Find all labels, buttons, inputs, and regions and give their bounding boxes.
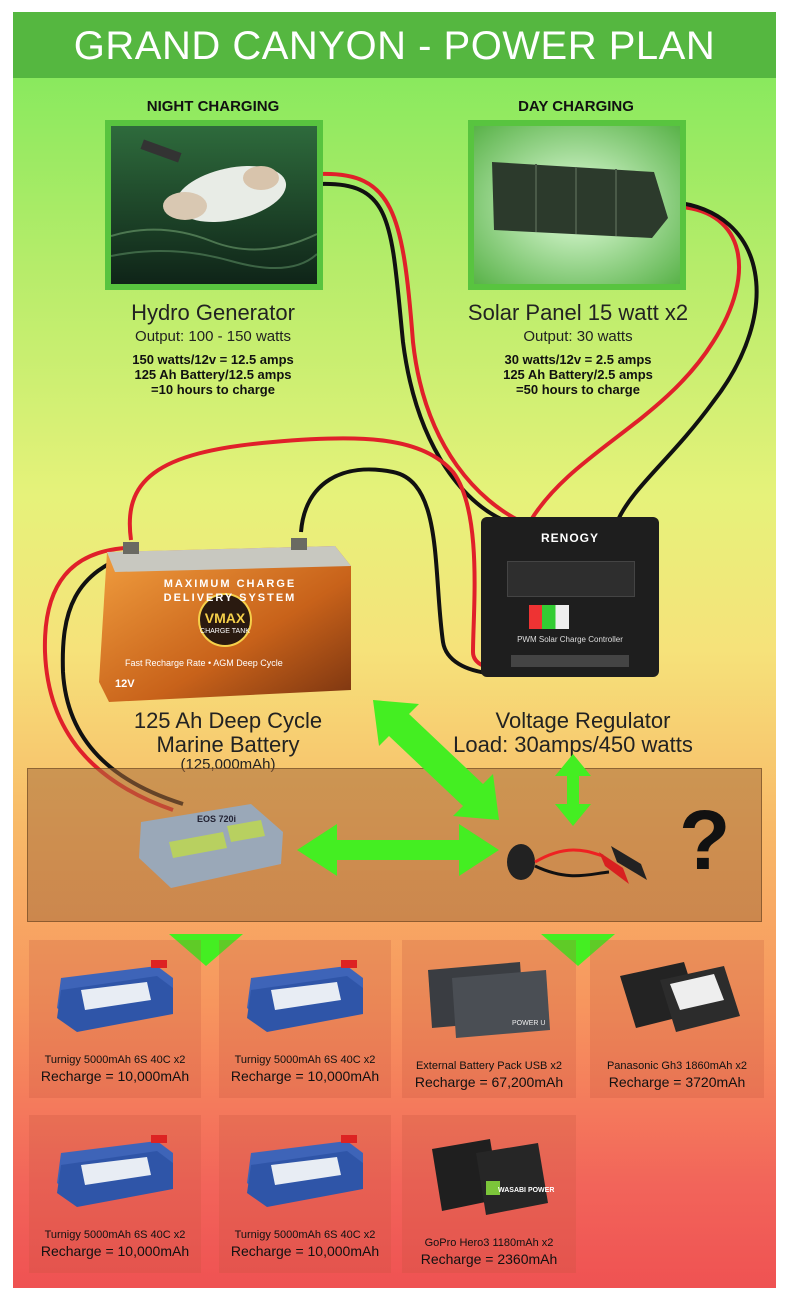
hydro-generator-output: Output: 100 - 150 watts: [135, 328, 291, 345]
device-name: Turnigy 5000mAh 6S 40C x2: [44, 1229, 186, 1241]
arrow-battery-adapter: [373, 700, 499, 820]
lipo-battery-icon: [57, 960, 173, 1032]
device-panel: POWER U External Battery Pack USB x2 Rec…: [402, 940, 576, 1098]
regulator-name: Voltage Regulator: [495, 708, 671, 733]
battery-label-top: MAXIMUM CHARGE: [163, 578, 297, 590]
battery-sub: CHARGE TANK: [200, 628, 250, 635]
device-name: GoPro Hero3 1180mAh x2: [424, 1237, 554, 1249]
balance-charger-body: [139, 804, 283, 888]
hydro-calc-line: 125 Ah Battery/12.5 amps: [134, 367, 292, 382]
title-bar: GRAND CANYON - POWER PLAN: [13, 12, 776, 78]
hydro-calc: 150 watts/12v = 12.5 amps 125 Ah Battery…: [83, 352, 343, 397]
charger-model: EOS 720i: [197, 814, 237, 824]
device-name: Turnigy 5000mAh 6S 40C x2: [234, 1229, 376, 1241]
regulator-load: Load: 30amps/450 watts: [453, 732, 693, 757]
hydro-generator-name: Hydro Generator: [131, 300, 295, 325]
battery-case: [99, 538, 351, 702]
device-panel: Turnigy 5000mAh 6S 40C x2 Recharge = 10,…: [29, 1115, 201, 1273]
hydro-calc-line: 150 watts/12v = 12.5 amps: [132, 352, 294, 367]
device-recharge: Recharge = 2360mAh: [420, 1251, 558, 1267]
balance-charger: EOS 720i: [131, 802, 291, 892]
solar-calc-line: 125 Ah Battery/2.5 amps: [503, 367, 653, 382]
regulator-terminals: [511, 655, 629, 667]
device-name: Turnigy 5000mAh 6S 40C x2: [234, 1054, 376, 1066]
arrow-down-right: [541, 934, 615, 966]
device-recharge: Recharge = 10,000mAh: [40, 1243, 190, 1259]
arrow-down-left: [169, 934, 243, 966]
regulator-model: PWM Solar Charge Controller: [517, 635, 623, 644]
device-panel: Turnigy 5000mAh 6S 40C x2 Recharge = 10,…: [219, 1115, 391, 1273]
lipo-battery-icon: [57, 1135, 173, 1207]
day-charging-heading: DAY CHARGING: [518, 98, 634, 115]
battery-label-mid: DELIVERY SYSTEM: [163, 592, 297, 604]
deep-cycle-battery: MAXIMUM CHARGE DELIVERY SYSTEM VMAX CHAR…: [95, 532, 365, 704]
camera-battery-icon: [620, 962, 740, 1032]
power-bank-brand: POWER U: [512, 1020, 546, 1027]
solar-panel-output: Output: 30 watts: [523, 328, 633, 345]
device-name: Panasonic Gh3 1860mAh x2: [606, 1060, 748, 1072]
device-panel: Turnigy 5000mAh 6S 40C x2 Recharge = 10,…: [219, 940, 391, 1098]
device-recharge: Recharge = 10,000mAh: [40, 1068, 190, 1084]
hydro-generator-photo: [105, 120, 323, 290]
regulator-display: [507, 561, 635, 597]
flow-arrows: [169, 700, 615, 966]
device-panel: WASABI POWER GoPro Hero3 1180mAh x2 Rech…: [402, 1115, 576, 1273]
solar-calc-line: =50 hours to charge: [516, 382, 640, 397]
unknown-device-mark: ?: [679, 793, 731, 887]
arrow-charger-adapter: [297, 824, 499, 876]
device-panel: Panasonic Gh3 1860mAh x2 Recharge = 3720…: [590, 940, 764, 1098]
gopro-battery-icon: [432, 1139, 548, 1215]
hydro-black-wire: [319, 181, 509, 524]
solar-red-wire: [529, 205, 742, 522]
battery-voltage: 12V: [115, 678, 135, 690]
device-recharge: Recharge = 10,000mAh: [230, 1068, 380, 1084]
poster: GRAND CANYON - POWER PLAN NIGHT CHARGING: [13, 12, 776, 1288]
battery-tagline: Fast Recharge Rate • AGM Deep Cycle: [125, 658, 283, 668]
power-bank-icon: [428, 962, 550, 1038]
device-panel: Turnigy 5000mAh 6S 40C x2 Recharge = 10,…: [29, 940, 201, 1098]
cigarette-adapter-clips: [507, 844, 647, 884]
solar-panel-photo: [468, 120, 686, 290]
device-recharge: Recharge = 67,200mAh: [414, 1074, 564, 1090]
night-charging-heading: NIGHT CHARGING: [146, 98, 280, 115]
hydro-generator-image: [110, 126, 318, 284]
battery-brand: VMAX: [204, 610, 246, 626]
hydro-red-wire: [319, 171, 519, 522]
poster-title: GRAND CANYON - POWER PLAN: [73, 24, 716, 68]
battery-name-line1: 125 Ah Deep Cycle: [133, 708, 323, 733]
battery-red-wire: [127, 436, 555, 672]
hydro-calc-line: =10 hours to charge: [151, 382, 275, 397]
solar-black-wire: [616, 200, 759, 521]
device-recharge: Recharge = 3720mAh: [608, 1074, 746, 1090]
arrow-regulator-adapter: [555, 754, 591, 826]
solar-panel-image: [474, 126, 680, 284]
lipo-battery-icon: [247, 960, 363, 1032]
solar-calc: 30 watts/12v = 2.5 amps 125 Ah Battery/2…: [443, 352, 713, 397]
device-recharge: Recharge = 10,000mAh: [230, 1243, 380, 1259]
voltage-regulator: RENOGY PWM Solar Charge Controller: [481, 517, 659, 677]
regulator-indicator: [529, 605, 569, 629]
solar-calc-line: 30 watts/12v = 2.5 amps: [504, 352, 652, 367]
lipo-battery-icon: [247, 1135, 363, 1207]
solar-panel-name: Solar Panel 15 watt x2: [467, 300, 689, 325]
regulator-brand: RENOGY: [540, 531, 599, 545]
battery-name-line2: Marine Battery: [156, 732, 300, 757]
device-name: Turnigy 5000mAh 6S 40C x2: [44, 1054, 186, 1066]
device-name: External Battery Pack USB x2: [415, 1060, 563, 1072]
gopro-battery-brand: WASABI POWER: [498, 1187, 555, 1194]
